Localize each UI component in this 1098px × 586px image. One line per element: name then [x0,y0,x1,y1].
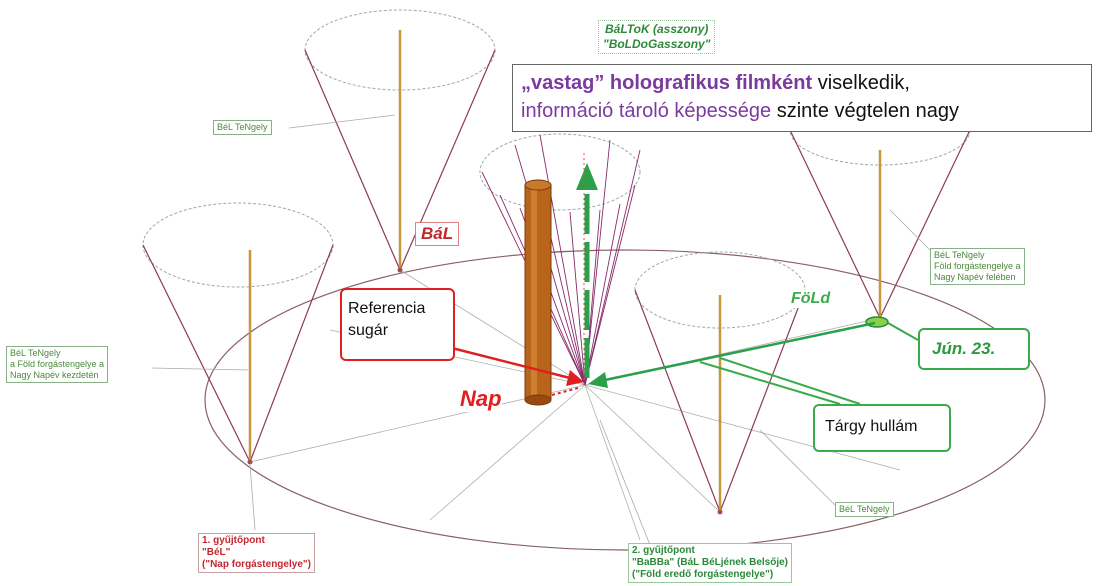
sun-label: Nap [460,386,502,412]
headline-part1: „vastag” holografikus filmként [521,72,813,94]
bal-label: BáL [415,222,460,246]
orbit-ellipse [204,249,1046,551]
reference-ray-arrow [439,343,584,396]
headline-callout: „vastag” holografikus filmként viselkedi… [512,64,1092,132]
tengely-left-line3: Nagy Napév kezdetén [10,370,99,380]
sun-pole [524,179,552,406]
central-cone-lines [481,134,641,386]
tengely-right-line2: Föld forgástengelye a [934,261,1021,271]
headline-part2: viselkedik, [812,72,910,94]
earth-marker [865,316,889,328]
pole-endpoints [247,267,723,515]
reference-line2: sugár [348,322,389,339]
headline-part3: információ tároló képessége [521,100,772,122]
top-label: BáLToK (asszony) "BoLDoGasszony" [598,20,716,54]
gather2-line1: 2. gyűjtőpont [632,545,695,556]
object-wave-arrow [588,321,876,388]
cone-tops [142,9,971,329]
tengely-right-line1: BéL TeNgely [934,250,985,260]
gather1-line2: "BéL" [202,547,231,558]
tengely-right-line3: Nagy Napév felében [934,272,1016,282]
gathering-point-2: 2. gyűjtőpont "BaBBa" (BáL BéLjének Bels… [628,543,793,583]
gathering-point-1: 1. gyűjtőpont "BéL" ("Nap forgástengelye… [198,533,315,573]
headline-part4: szinte végtelen nagy [771,100,960,122]
tengely-label-upper-left: BéL TeNgely [213,120,272,135]
top-label-line2: "BoLDoGasszony" [603,37,711,51]
gather2-line2: "BaBBa" (BáL BéLjének Belsője) [632,557,789,568]
vertical-green-arrow [576,163,598,378]
top-label-line1: BáLToK (asszony) [605,22,709,36]
gather1-line1: 1. gyűjtőpont [202,535,265,546]
reference-line1: Referencia [348,300,426,317]
earth-label: FöLd [791,290,831,308]
cone-sides [142,49,971,513]
tengely-left-line1: BéL TeNgely [10,348,61,358]
gather1-line3: ("Nap forgástengelye") [202,559,311,570]
reference-ray-callout: Referencia sugár [340,288,455,361]
tengely-label-lower-right: BéL TeNgely [835,502,894,517]
tengely-left-line2: a Föld forgástengelye a [10,359,105,369]
tengely-poles [248,30,882,512]
tengely-label-right: BéL TeNgely Föld forgástengelye a Nagy N… [930,248,1025,285]
gather2-line3: ("Föld eredő forgástengelye") [632,569,774,580]
date-callout: Jún. 23. [918,328,1030,370]
object-wave-callout: Tárgy hullám [813,404,951,452]
tengely-label-left: BéL TeNgely a Föld forgástengelye a Nagy… [6,346,109,383]
callout-connectors [151,114,931,546]
